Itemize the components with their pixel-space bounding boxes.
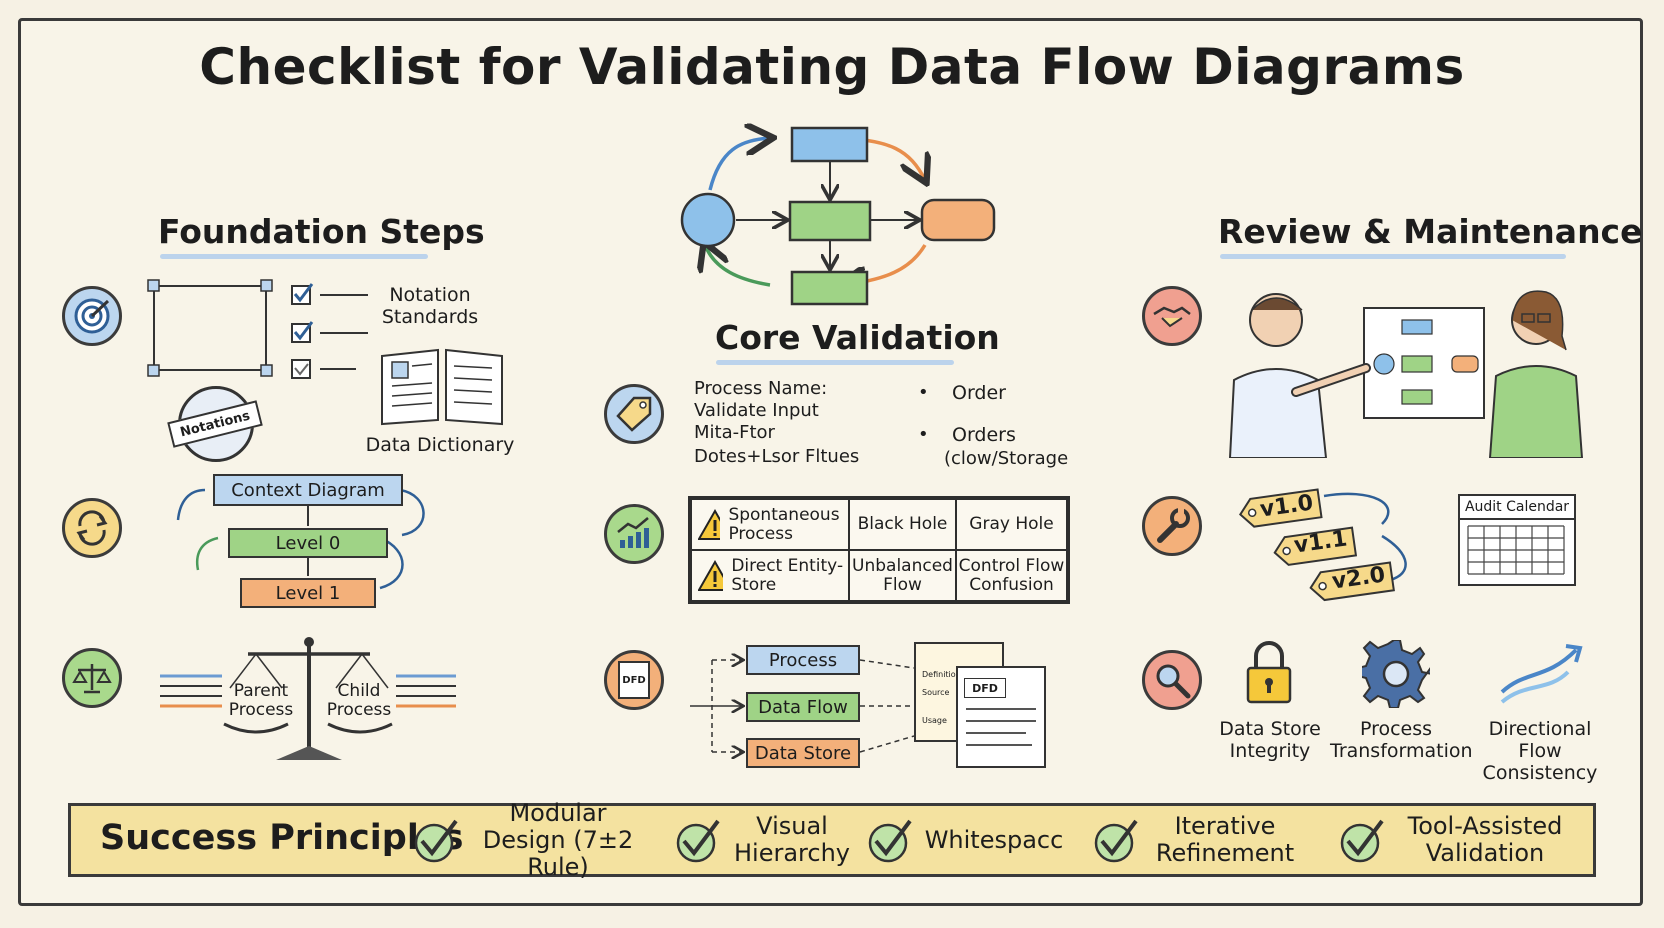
principle-label: Whitespacc [924, 825, 1064, 854]
context-diagram-box: Context Diagram [213, 474, 403, 506]
error-unbalanced-flow: Unbalanced Flow [849, 550, 956, 601]
growth-chart-icon [604, 504, 664, 564]
audit-calendar-title: Audit Calendar [1460, 496, 1574, 520]
process-line-1: Process Name: [694, 378, 828, 399]
underline-core [716, 360, 954, 365]
handshake-icon [1142, 286, 1202, 346]
data-dictionary-label: Data Dictionary [365, 434, 515, 456]
level-1-box: Level 1 [240, 578, 376, 608]
wrench-icon [1142, 496, 1202, 556]
central-flow-diagram [680, 120, 996, 306]
dfd-error-grid: Spontaneous Process Black Hole Gray Hole… [688, 496, 1070, 604]
error-cell-direct: Direct Entity-Store [691, 550, 849, 601]
page-title: Checklist for Validating Data Flow Diagr… [199, 38, 1465, 96]
magnifier-icon [1142, 650, 1202, 710]
check-icon [868, 819, 912, 863]
process-element: Process [746, 645, 860, 675]
stamp-label: Notations [167, 400, 263, 448]
underline-foundation [160, 254, 428, 259]
principle-label: Iterative Refinement [1155, 812, 1295, 867]
check-directional-flow: Directional Flow Consistency [1482, 718, 1598, 784]
principle-label: Visual Hierarchy [733, 812, 850, 867]
parent-process-label: Parent Process [228, 681, 294, 720]
principle-iterative-refinement: Iterative Refinement [1092, 808, 1300, 872]
process-line-3: Mita-Ftor [694, 422, 775, 443]
check-icon [1340, 819, 1384, 863]
error-control-flow: Control Flow Confusion [956, 550, 1067, 601]
review-meeting-illustration [1228, 290, 1584, 458]
error-direct-entity-store: Direct Entity-Store [731, 555, 844, 595]
doc-definition: Definitio [922, 670, 956, 679]
error-black-hole: Black Hole [849, 499, 956, 550]
check-icon [414, 819, 458, 863]
principle-tool-assisted: Tool-Assisted Validation [1338, 808, 1574, 872]
check-icon [1094, 819, 1138, 863]
dfd-doc-label: DFD [964, 678, 1006, 698]
balance-scale-icon [62, 648, 122, 708]
audit-calendar: Audit Calendar [1458, 494, 1576, 586]
level-arrows [176, 488, 425, 590]
checklist-icon [291, 283, 368, 379]
error-spontaneous: Spontaneous Process [728, 504, 840, 544]
bullet-sub: (clow/Storage [944, 448, 1069, 469]
dfd-document: DFD [956, 666, 1046, 768]
bullet-dot-2: • [918, 424, 929, 445]
dfd-document-icon: DFD [604, 650, 664, 710]
selection-frame-icon [147, 279, 273, 377]
section-title-foundation: Foundation Steps [158, 212, 485, 251]
refresh-cycle-icon [62, 498, 122, 558]
doc-usage: Usage [922, 716, 947, 725]
error-gray-hole: Gray Hole [956, 499, 1067, 550]
section-title-review: Review & Maintenance [1218, 212, 1643, 251]
directional-flow-icon [1500, 644, 1583, 704]
target-icon [62, 286, 122, 346]
warning-icon [698, 559, 724, 591]
bullet-orders: Orders [952, 424, 1016, 446]
underline-review [1220, 254, 1566, 259]
notation-stamp: Notations [167, 386, 263, 462]
principle-label: Tool-Assisted Validation [1407, 812, 1563, 867]
section-title-core: Core Validation [715, 318, 1000, 357]
padlock-icon [1246, 641, 1292, 704]
principle-label: Modular Design (7±2 Rule) [482, 798, 634, 881]
data-store-element: Data Store [746, 738, 860, 768]
process-line-4: Dotes+Lsor Fltues [694, 446, 860, 467]
principle-visual-hierarchy: Visual Hierarchy [674, 808, 852, 872]
error-cell-spontaneous: Spontaneous Process [691, 499, 849, 550]
element-arrows [690, 640, 915, 760]
level-0-box: Level 0 [228, 528, 388, 558]
calendar-grid [1467, 525, 1565, 575]
tag-icon [604, 384, 664, 444]
notation-standards-label: Notation Standards [381, 284, 479, 328]
process-line-2: Validate Input [694, 400, 819, 421]
version-tags [1239, 488, 1407, 602]
data-flow-element: Data Flow [746, 692, 860, 722]
balance-scale-diagram [160, 637, 456, 760]
bullet-dot-1: • [918, 382, 929, 403]
principle-whitespace: Whitespacc [866, 808, 1064, 872]
bullet-order: Order [952, 382, 1006, 404]
check-process-transformation: Process Transformation [1330, 718, 1473, 762]
principle-modular-design: Modular Design (7±2 Rule) [412, 799, 646, 880]
child-process-label: Child Process [326, 681, 392, 720]
gear-icon [1362, 640, 1430, 708]
warning-icon [698, 508, 721, 540]
doc-source: Source [922, 688, 950, 697]
open-book-icon [381, 348, 503, 426]
success-principles-banner [68, 803, 1596, 877]
check-icon [676, 819, 720, 863]
success-principles-title: Success Principles [100, 818, 464, 858]
dfd-icon-label: DFD [618, 661, 650, 699]
check-data-store-integrity: Data Store Integrity [1219, 718, 1321, 762]
